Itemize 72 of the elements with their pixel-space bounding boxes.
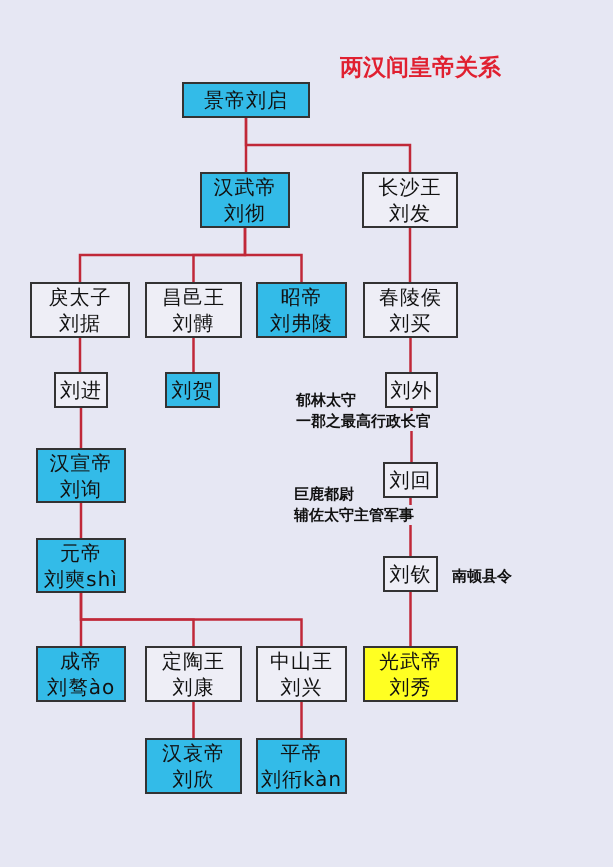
connector-line — [80, 593, 303, 646]
name-text: 光武帝 — [379, 648, 442, 674]
person-box — [145, 646, 242, 702]
person-box — [145, 738, 242, 794]
connector-line — [80, 503, 82, 538]
person-box — [36, 448, 126, 503]
person-box — [256, 282, 347, 338]
connector-line — [244, 228, 303, 282]
name-text: 元帝 — [60, 540, 102, 566]
name-text: 汉宣帝 — [50, 450, 112, 476]
name-text: 刘外 — [390, 377, 432, 403]
name-text: 刘奭shì — [44, 566, 118, 592]
connector-line — [80, 408, 82, 448]
name-text: 刘回 — [390, 467, 432, 493]
name-text: 昌邑王 — [162, 284, 225, 310]
person-box — [383, 556, 438, 592]
connector-line — [409, 338, 412, 372]
person-box — [362, 172, 458, 228]
note-text: 巨鹿都尉 — [292, 484, 356, 504]
name-text: 刘髆 — [172, 310, 214, 336]
person-box — [182, 82, 310, 118]
person-box — [256, 738, 347, 794]
connector-line — [78, 338, 82, 372]
name-text: 刘询 — [60, 476, 102, 502]
name-text: 昭帝 — [280, 284, 322, 310]
name-text: 景帝刘启 — [204, 87, 288, 113]
name-text: 刘骜ào — [46, 674, 116, 700]
diagram-title: 两汉间皇帝关系 — [340, 54, 501, 83]
note-text: 南顿县令 — [450, 566, 514, 586]
person-box — [36, 646, 126, 702]
name-text: 中山王 — [270, 648, 333, 674]
name-text: 平帝 — [280, 740, 322, 766]
connector-line — [192, 702, 195, 738]
note-text: 郁林太守 — [294, 390, 358, 410]
name-text: 刘据 — [59, 310, 101, 336]
name-text: 汉哀帝 — [162, 740, 225, 766]
person-box — [145, 282, 242, 338]
note-text: 一郡之最高行政长官 — [294, 411, 433, 431]
person-box — [256, 646, 347, 702]
note-text: 辅佐太守主管军事 — [292, 505, 416, 525]
name-text: 刘买 — [390, 310, 432, 336]
person-box — [200, 172, 290, 228]
person-box — [383, 462, 438, 498]
name-text: 刘钦 — [390, 561, 432, 587]
name-text: 刘贺 — [172, 377, 214, 403]
person-box — [363, 646, 458, 702]
person-box — [385, 372, 438, 408]
name-text: 刘衎kàn — [260, 766, 342, 792]
name-text: 刘弗陵 — [270, 310, 333, 336]
connector-line — [408, 228, 412, 282]
connector-line — [244, 118, 412, 172]
name-text: 刘秀 — [390, 674, 432, 700]
name-text: 汉武帝 — [214, 174, 276, 200]
connector-line — [192, 338, 195, 372]
connector-line — [300, 702, 303, 738]
name-text: 刘发 — [389, 200, 431, 226]
person-box — [363, 282, 458, 338]
name-text: 刘彻 — [224, 200, 266, 226]
name-text: 刘兴 — [280, 674, 322, 700]
name-text: 刘康 — [172, 674, 214, 700]
person-box — [30, 282, 130, 338]
person-box — [36, 538, 126, 593]
name-text: 成帝 — [60, 648, 102, 674]
person-box — [54, 372, 108, 408]
name-text: 刘欣 — [172, 766, 214, 792]
name-text: 定陶王 — [162, 648, 225, 674]
name-text: 春陵侯 — [379, 284, 442, 310]
name-text: 刘进 — [60, 377, 102, 403]
connector-line — [409, 592, 412, 646]
name-text: 长沙王 — [378, 174, 442, 200]
person-box — [165, 372, 220, 408]
name-text: 戾太子 — [48, 284, 112, 310]
